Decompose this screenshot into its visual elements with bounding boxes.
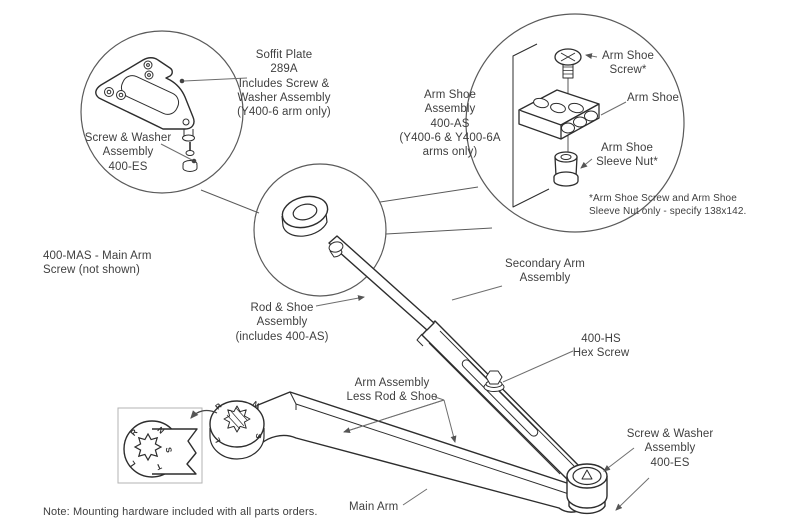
callout-screw-washer-bottom: Screw & Washer Assembly 400-ES [626,428,714,469]
elbow-balloon [253,163,387,297]
svg-text:R: R [129,427,140,437]
callout-rod-shoe-assembly: Rod & Shoe Assembly (includes 400-AS) [235,302,329,343]
main-arm-drawing: R N S L [209,391,586,513]
svg-text:T: T [155,461,163,471]
diagram-note: Note: Mounting hardware included with al… [43,506,318,518]
balloon-connectors [200,186,493,235]
callout-hex-screw: 400-HS Hex Screw [572,333,630,360]
spline-hub-letters: R N S L [212,399,263,444]
rod-shoe-drawing [281,195,435,331]
arm-shoe-bracket [518,89,600,140]
svg-text:L: L [212,436,222,444]
arm-shoe-drawing [512,43,600,208]
hex-screw-part [483,370,505,392]
svg-text:R: R [213,401,223,412]
spline-hub [209,400,265,460]
arm-shoe-balloon [465,13,685,233]
shoe-pin [328,241,344,258]
soffit-plate-drawing [95,57,198,172]
soffit-plate-stem [182,129,195,142]
callout-soffit-plate: Soffit Plate 289A Includes Screw & Washe… [237,49,331,119]
arm-shoe-screw-part [554,48,582,79]
callout-secondary-arm-assembly: Secondary Arm Assembly [505,258,585,285]
svg-text:L: L [127,459,137,468]
svg-text:N: N [155,425,166,436]
arm-shoe-sleeve-nut-part [553,151,579,187]
inset-letters: R N S T L [127,425,173,472]
detail-balloons [80,13,685,297]
callout-screw-washer-top: Screw & Washer Assembly 400-ES [84,132,172,173]
svg-text:S: S [254,433,264,440]
soffit-plate-balloon [80,30,244,194]
soffit-screw-washer [182,142,198,172]
callout-footnote: *Arm Shoe Screw and Arm Shoe Sleeve Nut … [589,193,747,217]
leader-lines [160,53,650,511]
callout-arm-shoe-screw: Arm Shoe Screw* [602,50,654,77]
callout-arm-assembly: Arm Assembly Less Rod & Shoe [346,377,438,404]
callout-arm-shoe-assembly: Arm Shoe Assembly 400-AS (Y400-6 & Y400-… [399,89,501,159]
inset-template: R N S T L [117,407,203,484]
callout-arm-shoe-sleeve-nut: Arm Shoe Sleeve Nut* [596,142,658,169]
knuckle-screw-washer [566,463,608,515]
shoe-ring [281,195,329,237]
callout-arm-shoe: Arm Shoe [627,92,679,104]
callout-main-arm-screw: 400-MAS - Main Arm Screw (not shown) [43,250,152,277]
callout-main-arm: Main Arm [349,501,399,513]
secondary-arm-drawing [416,316,589,489]
svg-text:N: N [251,399,261,409]
svg-text:S: S [164,447,174,454]
